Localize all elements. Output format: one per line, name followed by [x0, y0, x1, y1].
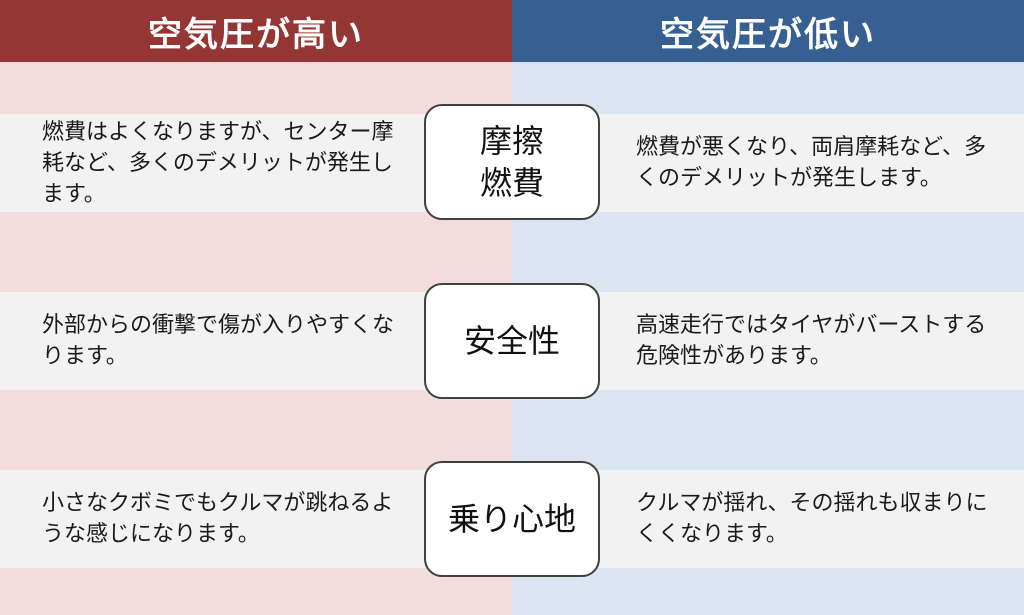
low-description: クルマが揺れ、その揺れも収まりにくくなります。: [636, 491, 988, 547]
category-label: 安全性: [463, 322, 560, 360]
category-badge-comfort: 乗り心地: [424, 461, 600, 577]
high-description: 小さなクボミでもクルマが跳ねるような感じになります。: [42, 491, 394, 547]
low-description: 燃費が悪くなり、両肩摩耗など、多くのデメリットが発生します。: [636, 135, 987, 191]
category-badge-fuel: 摩擦 燃費: [424, 104, 600, 220]
category-label: 乗り心地: [447, 500, 576, 538]
high-pressure-header: 空気圧が高い: [0, 0, 512, 62]
low-description: 高速走行ではタイヤがバーストする危険性があります。: [636, 313, 987, 369]
high-description: 外部からの衝撃で傷が入りやすくなります。: [42, 313, 395, 369]
high-description: 燃費はよくなりますが、センター摩耗など、多くのデメリットが発生します。: [42, 119, 394, 207]
low-pressure-header: 空気圧が低い: [512, 0, 1024, 62]
category-label: 摩擦 燃費: [479, 122, 544, 202]
category-badge-safety: 安全性: [424, 283, 600, 399]
